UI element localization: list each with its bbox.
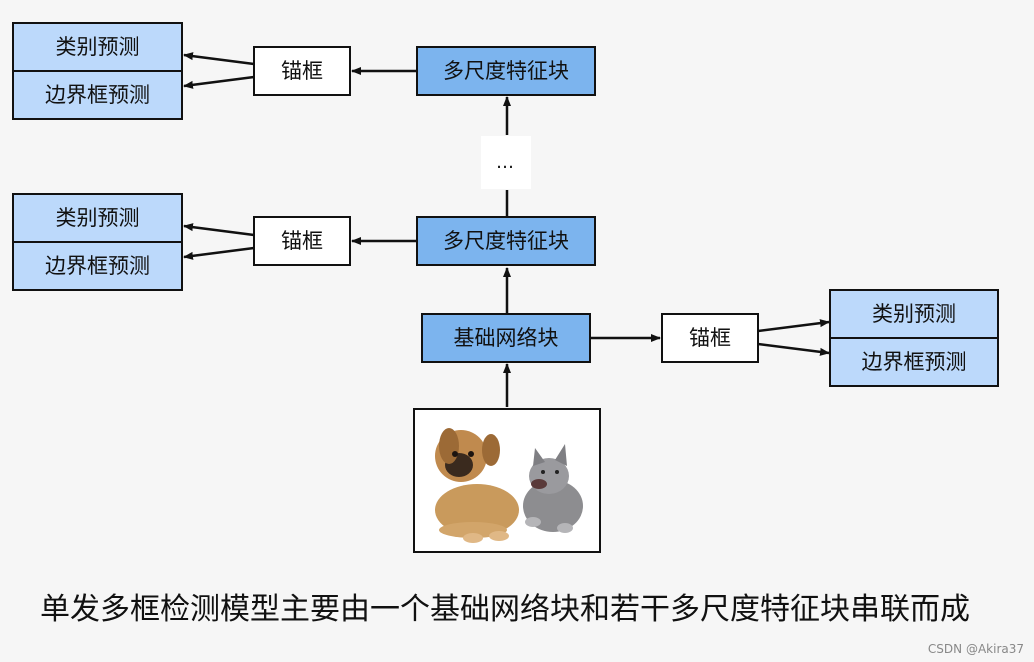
dog-and-cat-photo [415,410,599,551]
base-network-block: 基础网络块 [421,313,591,363]
arrow-anchor-top-to-class [183,52,255,66]
class-prediction-box: 类别预测 [12,193,183,243]
multiscale-feature-block-mid: 多尺度特征块 [416,216,596,266]
watermark: CSDN @Akira37 [927,642,1024,656]
prediction-group-mid: 类别预测 边界框预测 [12,193,183,291]
bbox-prediction-box: 边界框预测 [829,337,999,387]
input-image [413,408,601,553]
multiscale-feature-block-top: 多尺度特征块 [416,46,596,96]
arrow-anchor-mid-to-class [183,223,255,237]
anchor-box-mid: 锚框 [253,216,351,266]
figure-caption: 单发多框检测模型主要由一个基础网络块和若干多尺度特征块串联而成 [40,592,970,627]
bbox-prediction-box: 边界框预测 [12,241,183,291]
arrow-anchor-base-to-class [757,319,830,333]
anchor-box-base: 锚框 [661,313,759,363]
anchor-box-top: 锚框 [253,46,351,96]
prediction-group-top: 类别预测 边界框预测 [12,22,183,120]
ellipsis-marker: … [481,136,531,189]
class-prediction-box: 类别预测 [12,22,183,72]
bbox-prediction-box: 边界框预测 [12,70,183,120]
arrow-anchor-top-to-bbox [183,75,255,89]
prediction-group-base: 类别预测 边界框预测 [829,289,999,387]
arrow-anchor-mid-to-bbox [183,246,255,260]
arrow-anchor-base-to-bbox [757,342,830,356]
class-prediction-box: 类别预测 [829,289,999,339]
dog-figure [435,428,519,543]
cat-figure [523,444,583,533]
